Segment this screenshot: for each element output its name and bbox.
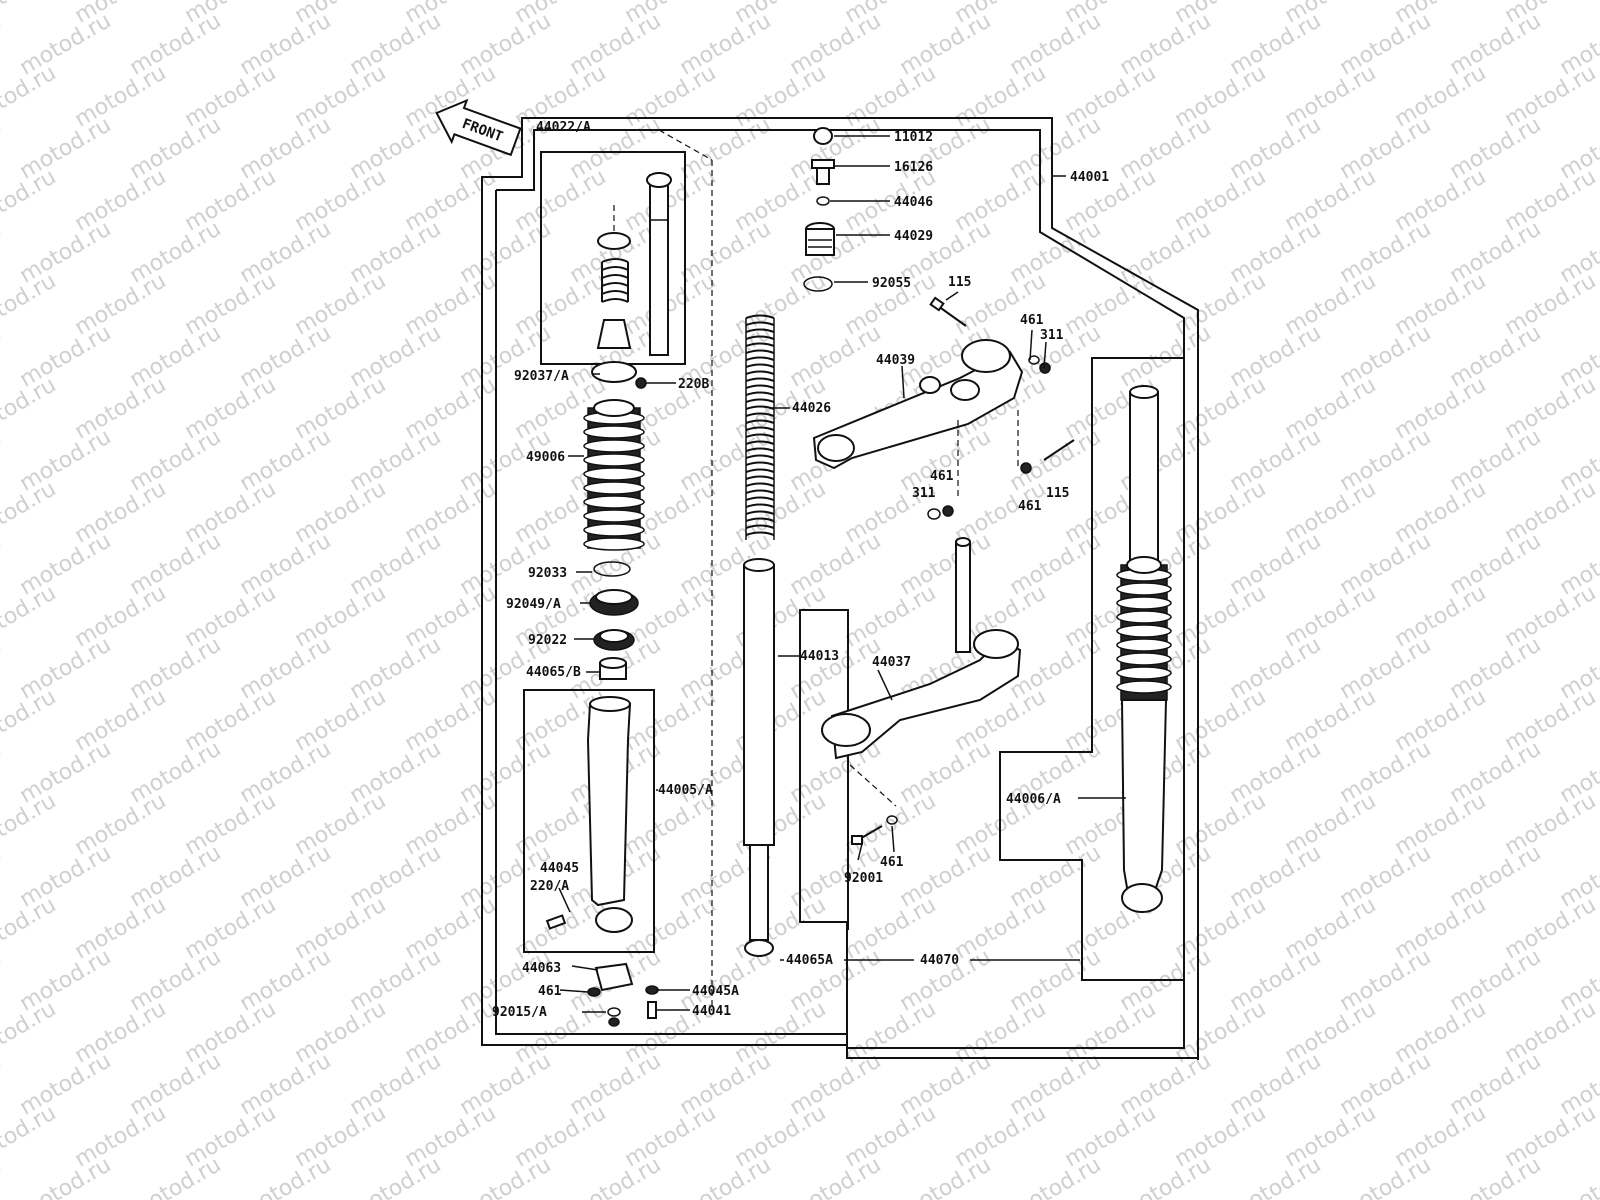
- fork-assembly-44006a: [1116, 385, 1172, 913]
- label-44037: 44037: [872, 655, 911, 670]
- bolt-220a: [545, 914, 567, 930]
- label-461-right: 461: [1018, 499, 1042, 514]
- front-arrow: FRONT: [435, 98, 522, 157]
- drain-bolt-44041: [647, 1001, 657, 1019]
- label-44039: 44039: [876, 353, 915, 368]
- label-44005a: 44005/A: [658, 783, 713, 798]
- outer-tube-44005a: [586, 696, 633, 933]
- label-220b: 220B: [678, 377, 709, 392]
- label-92015a: 92015/A: [492, 1005, 547, 1020]
- damper-rod: [646, 172, 672, 356]
- washer-461-d: [886, 815, 898, 825]
- label-44022a: 44022/A: [536, 120, 591, 135]
- label-44065b: 44065/B: [526, 665, 581, 680]
- label-44001: 44001: [1070, 170, 1109, 185]
- label-44026: 44026: [792, 401, 831, 416]
- leader-lines: [559, 135, 1126, 1013]
- label-44045a: 44045A: [692, 984, 739, 999]
- label-461-middle: 461: [930, 469, 954, 484]
- label-92037a: 92037/A: [514, 369, 569, 384]
- fork-spring-44026: [745, 314, 775, 540]
- stem-bracket-44037: [821, 537, 1022, 760]
- label-44029: 44029: [894, 229, 933, 244]
- label-44041: 44041: [692, 1004, 731, 1019]
- assembly-boundary-outline: [481, 117, 1199, 1060]
- label-115-upper: 115: [948, 275, 971, 290]
- label-115-right: 115: [1046, 486, 1069, 501]
- upper-bracket-44039: [812, 339, 1024, 470]
- label-16126: 16126: [894, 160, 933, 175]
- label-44045: 44045: [540, 861, 579, 876]
- fork-cap-44029: [805, 222, 835, 256]
- label-311-middle: 311: [912, 486, 936, 501]
- piston-ring: [597, 232, 631, 250]
- retainer-ring-92037: [591, 361, 637, 383]
- label-92049a: 92049/A: [506, 597, 561, 612]
- label-11012: 11012: [894, 130, 933, 145]
- inner-tube-44013: [743, 558, 775, 957]
- bolt-115-lower: [1043, 439, 1075, 461]
- o-ring-92055: [803, 276, 833, 292]
- nut-461: [587, 987, 601, 997]
- washer-92015a: [607, 1007, 621, 1017]
- label-44063: 44063: [522, 961, 561, 976]
- oil-lock-piece: [596, 319, 632, 349]
- boot-band-92033: [593, 561, 631, 577]
- rebound-spring: [601, 258, 629, 303]
- nut-311-b: [927, 508, 941, 520]
- washer-92022: [593, 629, 635, 651]
- label-92055: 92055: [872, 276, 911, 291]
- label-44065a: 44065A: [786, 953, 833, 968]
- label-461-bottom: 461: [538, 984, 562, 999]
- washer-461-c: [1020, 462, 1032, 474]
- label-461-bracket: 461: [880, 855, 904, 870]
- cap-bolt-11012: [813, 127, 833, 145]
- clamp-screw-220b: [635, 377, 647, 389]
- label-92022: 92022: [528, 633, 567, 648]
- label-44013: 44013: [800, 649, 839, 664]
- label-44046: 44046: [894, 195, 933, 210]
- label-44070: 44070: [920, 953, 959, 968]
- washer-461-a: [1028, 355, 1040, 365]
- label-220a: 220/A: [530, 879, 569, 894]
- washer-461-b: [942, 505, 954, 517]
- inner-boundary-outline: [495, 129, 1185, 1049]
- bolt-92001: [851, 825, 883, 845]
- axle-clamp-44063: [594, 962, 634, 992]
- label-44006a: 44006/A: [1006, 792, 1061, 807]
- label-461-upper: 461: [1020, 313, 1044, 328]
- outer-tube-kit-box: [523, 689, 655, 953]
- label-92033: 92033: [528, 566, 567, 581]
- label-49006: 49006: [526, 450, 565, 465]
- rubber-boot-49006: [583, 399, 645, 551]
- label-311-upper: 311: [1040, 328, 1064, 343]
- bolt-115-upper: [929, 296, 967, 327]
- o-ring-44046: [816, 196, 830, 206]
- air-valve-16126: [811, 159, 835, 185]
- label-92001: 92001: [844, 871, 883, 886]
- bushing-44065b: [599, 657, 627, 680]
- oil-seal-92049: [589, 589, 639, 616]
